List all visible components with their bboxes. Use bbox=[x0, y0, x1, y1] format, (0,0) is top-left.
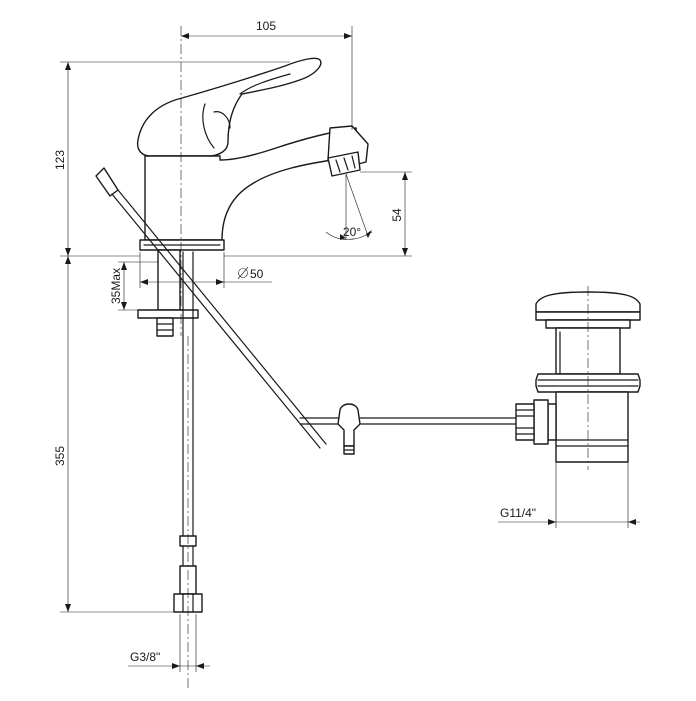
dim-spout-reach-label: 105 bbox=[256, 19, 276, 33]
rod-knob bbox=[95, 167, 119, 197]
dim-spout-angle: 20° bbox=[325, 173, 373, 240]
lever-handle bbox=[136, 57, 322, 157]
dim-tap-connection-label: G3/8" bbox=[130, 650, 160, 664]
dim-tap-height: 123 bbox=[53, 61, 290, 257]
dim-spout-angle-label: 20° bbox=[343, 225, 361, 239]
popup-rod bbox=[95, 167, 327, 449]
waste-cap bbox=[535, 291, 641, 313]
mounting-shank bbox=[157, 249, 181, 311]
dim-waste-connection-label: G11/4" bbox=[500, 506, 536, 520]
dim-spout-reach: 105 bbox=[181, 19, 353, 130]
dim-tap-height-label: 123 bbox=[53, 150, 67, 170]
dim-tap-connection: G3/8" bbox=[128, 614, 210, 672]
lever-housing-nut bbox=[533, 399, 549, 445]
dim-hose-length: 355 bbox=[53, 256, 176, 613]
faucet-body bbox=[136, 57, 369, 337]
waste-tail bbox=[555, 391, 629, 463]
dim-base-diameter: 50 bbox=[139, 252, 272, 288]
dim-deck-thickness: 35Max bbox=[109, 261, 158, 311]
dim-base-diameter-label: 50 bbox=[250, 267, 264, 281]
clevis-clip bbox=[337, 403, 361, 447]
popup-waste bbox=[515, 291, 641, 463]
dim-hose-length-label: 355 bbox=[53, 446, 67, 466]
dim-deck-thickness-label: 35Max bbox=[109, 268, 123, 304]
dim-spout-height: 54 bbox=[224, 171, 412, 257]
linkage-rod bbox=[299, 403, 517, 455]
center-lines bbox=[180, 26, 589, 690]
lever-housing bbox=[547, 403, 557, 441]
diameter-icon bbox=[237, 266, 249, 280]
mounting-nut bbox=[156, 317, 174, 337]
dim-waste-connection: G11/4" bbox=[498, 462, 640, 528]
lever-gland bbox=[515, 403, 535, 441]
mounting-washer bbox=[137, 309, 199, 319]
dim-spout-height-label: 54 bbox=[390, 208, 404, 222]
